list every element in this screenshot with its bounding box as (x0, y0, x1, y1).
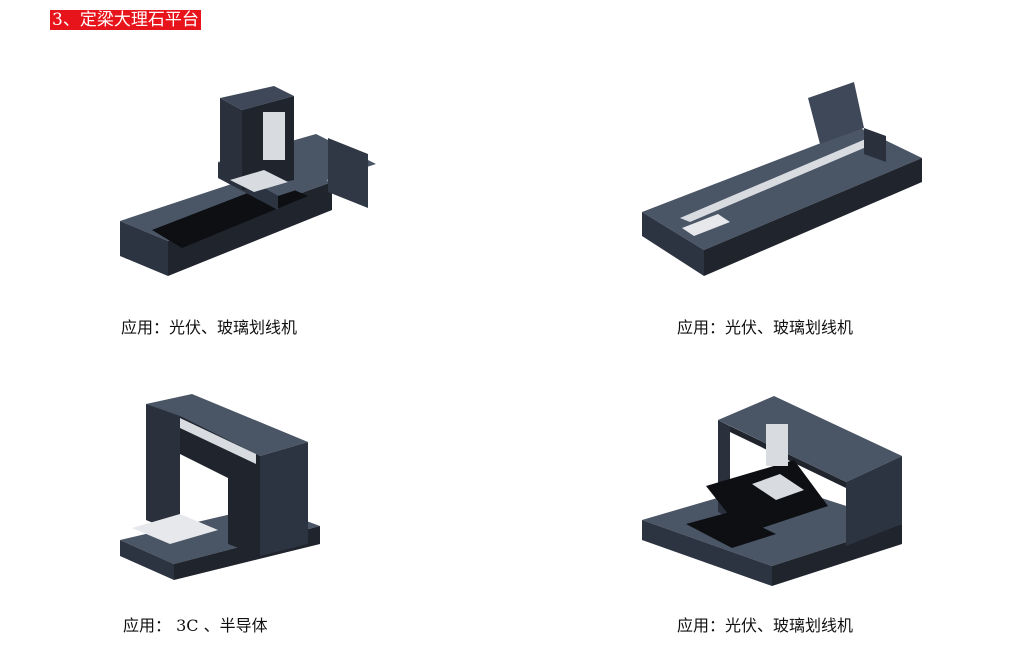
figure-3 (118, 394, 323, 582)
long-granite-platform-linear-axis-image (642, 82, 922, 276)
figure-1 (118, 78, 398, 283)
figure-3-caption: 应用： 3C 、半导体 (123, 616, 268, 635)
tall-gantry-granite-frame-image (120, 394, 320, 580)
gantry-fixed-beam-granite-platform-image (120, 86, 376, 276)
figure-4 (640, 396, 908, 588)
figure-4-caption: 应用：光伏、玻璃划线机 (677, 616, 854, 635)
enclosed-gantry-granite-platform-image (642, 396, 902, 586)
figure-2 (640, 80, 925, 278)
figure-1-caption: 应用：光伏、玻璃划线机 (121, 318, 298, 337)
figure-2-caption: 应用：光伏、玻璃划线机 (677, 318, 854, 337)
section-title: 3、定梁大理石平台 (50, 10, 201, 30)
